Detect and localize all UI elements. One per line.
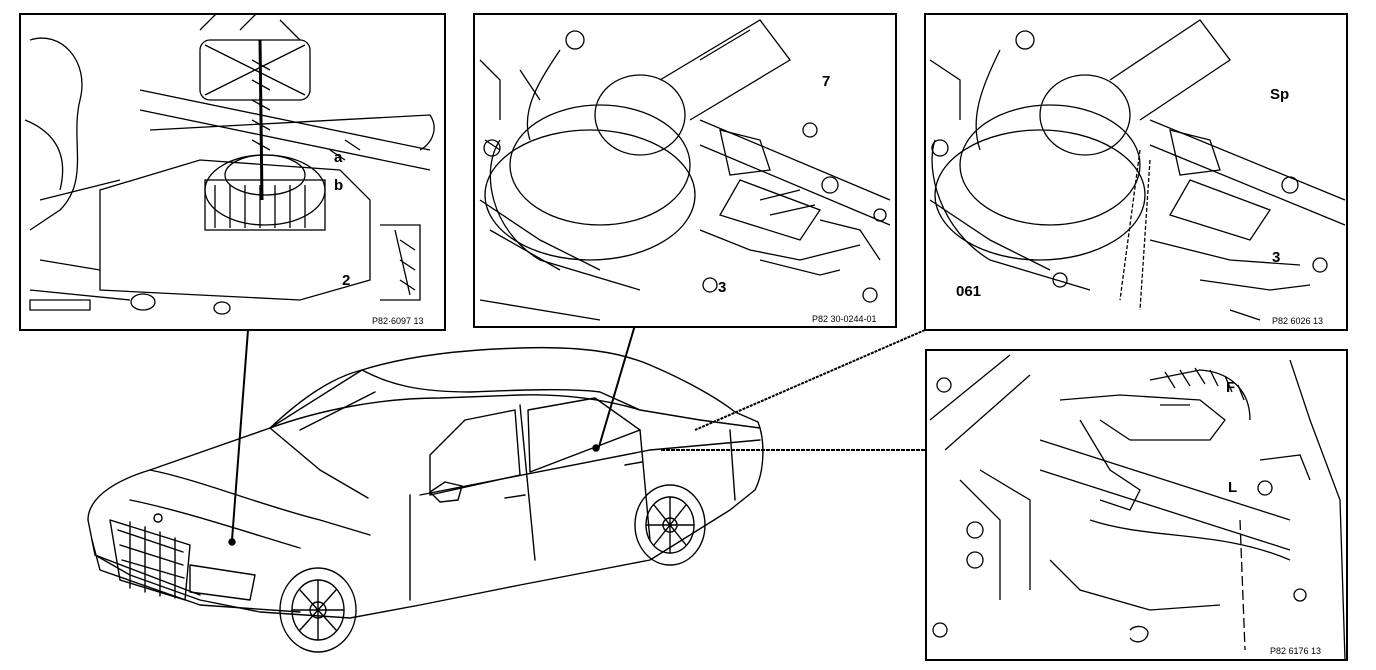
figure-ref-top-left: P82·6097 13 bbox=[372, 316, 424, 326]
front-wheel bbox=[279, 567, 357, 653]
figure-ref-top-right: P82 6026 13 bbox=[1272, 316, 1323, 326]
target-point-floor bbox=[592, 444, 600, 452]
leader-to-top-middle-panel bbox=[597, 324, 636, 451]
callout-f: F bbox=[1226, 379, 1235, 396]
panel-bottom-right: F L P82 6176 13 bbox=[925, 349, 1348, 661]
front-bumper bbox=[91, 539, 301, 613]
panel-top-left: a b 2 P82·6097 13 bbox=[19, 13, 446, 331]
callout-061: 061 bbox=[956, 283, 981, 300]
callout-l: L bbox=[1228, 479, 1237, 496]
callout-sp: Sp bbox=[1270, 86, 1289, 103]
callout-3-middle: 3 bbox=[718, 279, 726, 296]
shift-linkage-detail bbox=[929, 19, 1346, 321]
panel-top-middle: 7 3 P82 30-0244-01 bbox=[473, 13, 897, 328]
rear-wheel bbox=[634, 484, 706, 566]
car-roof bbox=[269, 394, 701, 429]
callout-b: b bbox=[334, 177, 343, 194]
callout-a: a bbox=[334, 149, 343, 166]
shift-boot-detail bbox=[479, 19, 891, 321]
panel-top-right: Sp 3 061 P82 6026 13 bbox=[924, 13, 1348, 331]
adjustment-detail bbox=[929, 354, 1346, 659]
headlight bbox=[189, 564, 256, 601]
car-body bbox=[87, 346, 764, 619]
star-emblem bbox=[153, 513, 163, 523]
leader-to-top-left-panel bbox=[231, 329, 249, 541]
callout-7: 7 bbox=[822, 73, 830, 90]
target-point-engine bbox=[228, 538, 236, 546]
car-outline bbox=[87, 346, 764, 653]
figure-ref-top-middle: P82 30-0244-01 bbox=[812, 314, 877, 324]
leader-to-top-right-panel bbox=[694, 329, 926, 431]
side-mirror bbox=[429, 481, 463, 503]
front-side-window bbox=[429, 409, 521, 496]
door-lines bbox=[409, 404, 651, 601]
rear-side-window bbox=[527, 397, 641, 473]
callout-3-right: 3 bbox=[1272, 249, 1280, 266]
callout-2: 2 bbox=[342, 272, 350, 289]
door-handles bbox=[504, 461, 643, 499]
bonnet bbox=[129, 469, 371, 549]
leader-lines bbox=[231, 324, 926, 541]
windshield bbox=[269, 369, 376, 499]
rear-window bbox=[361, 369, 641, 411]
rear-end bbox=[649, 419, 761, 501]
engine-bay-detail bbox=[24, 15, 435, 315]
figure-ref-bottom-right: P82 6176 13 bbox=[1270, 646, 1321, 656]
